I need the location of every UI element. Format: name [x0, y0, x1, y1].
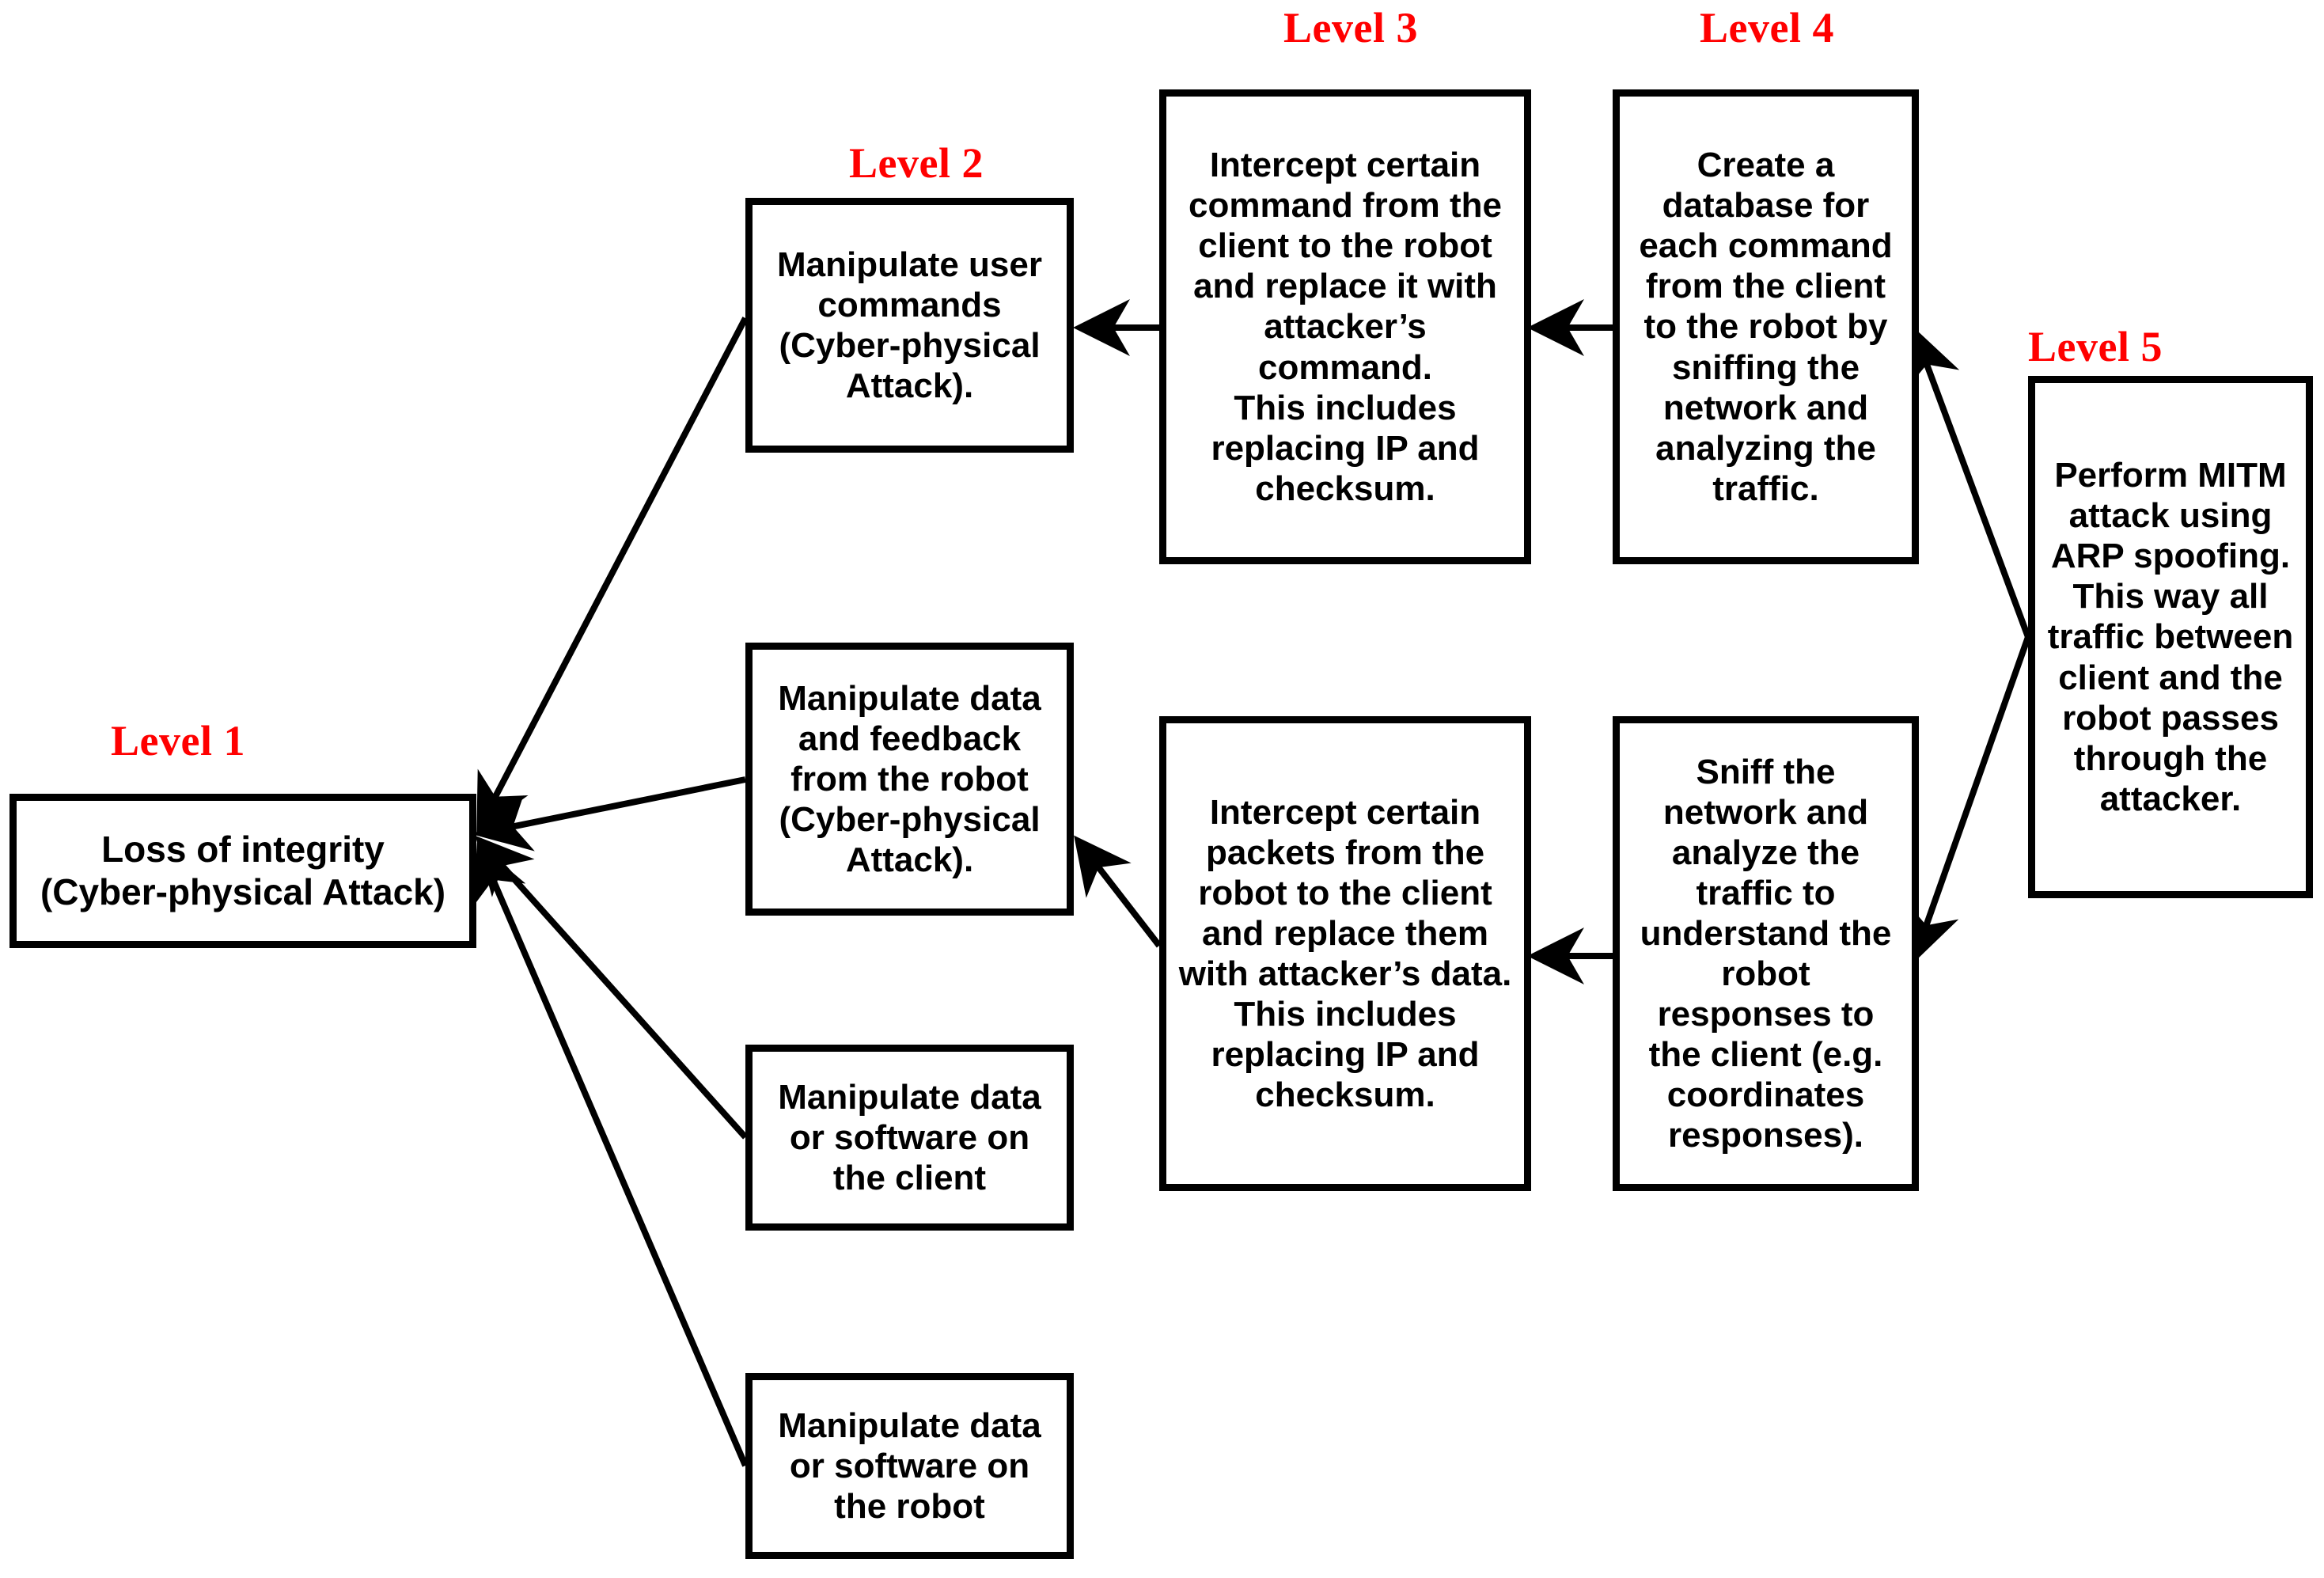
node-loss-of-integrity[interactable]: Loss of integrity (Cyber-physical Attack… — [9, 794, 476, 948]
level-label-level-3: Level 3 — [1283, 4, 1418, 51]
node-label: Manipulate data or software on the robot — [778, 1405, 1041, 1527]
node-perform-mitm-arp-spoofing[interactable]: Perform MITM attack using ARP spoofing. … — [2028, 376, 2313, 898]
node-manipulate-data-feedback-robot[interactable]: Manipulate data and feedback from the ro… — [745, 643, 1074, 916]
node-intercept-packets-robot-to-client[interactable]: Intercept certain packets from the robot… — [1159, 716, 1531, 1191]
node-label: Loss of integrity (Cyber-physical Attack… — [40, 829, 446, 912]
node-manipulate-client-software[interactable]: Manipulate data or software on the clien… — [745, 1045, 1074, 1231]
node-label: Manipulate data and feedback from the ro… — [778, 678, 1041, 880]
node-manipulate-robot-software[interactable]: Manipulate data or software on the robot — [745, 1373, 1074, 1559]
level-label-level-4: Level 4 — [1700, 4, 1834, 51]
edge-cmd-to-root — [476, 317, 749, 833]
node-create-command-database[interactable]: Create a database for each command from … — [1613, 89, 1919, 564]
edge-client-to-root — [475, 836, 748, 1140]
level-label-level-1: Level 1 — [111, 717, 245, 764]
node-label: Perform MITM attack using ARP spoofing. … — [2047, 456, 2294, 818]
node-label: Create a database for each command from … — [1639, 146, 1893, 508]
node-intercept-command-client-to-robot[interactable]: Intercept certain command from the clien… — [1159, 89, 1531, 564]
edge-intercept-pkt-to-manipulate-feedback — [1074, 835, 1162, 948]
node-manipulate-user-commands[interactable]: Manipulate user commands (Cyber-physical… — [745, 198, 1074, 453]
edge-robot-to-root — [473, 842, 749, 1467]
edge-mitm-to-database — [1905, 326, 2031, 639]
node-label: Sniff the network and analyze the traffi… — [1640, 752, 1892, 1155]
node-label: Manipulate user commands (Cyber-physical… — [777, 245, 1042, 406]
node-label: Intercept certain command from the clien… — [1188, 146, 1503, 508]
level-label-level-5: Level 5 — [2028, 323, 2163, 370]
edge-mitm-to-sniff — [1905, 635, 2031, 964]
node-sniff-and-analyze-responses[interactable]: Sniff the network and analyze the traffi… — [1613, 716, 1919, 1191]
level-label-level-2: Level 2 — [849, 139, 984, 187]
node-label: Manipulate data or software on the clien… — [778, 1077, 1041, 1198]
node-label: Intercept certain packets from the robot… — [1178, 792, 1512, 1115]
edge-feedback-to-root — [473, 776, 746, 852]
